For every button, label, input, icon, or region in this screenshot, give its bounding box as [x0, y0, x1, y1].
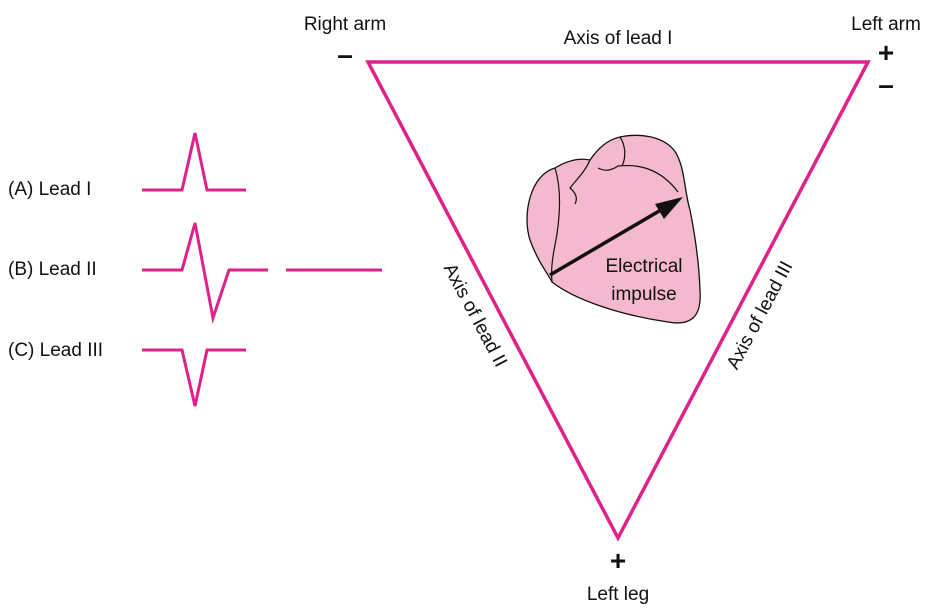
lead-2-waveform: [142, 223, 268, 318]
right-arm-label: Right arm: [304, 14, 386, 35]
lead-1-waveform: [142, 133, 246, 190]
heart-label-line-1: Electrical: [605, 256, 682, 277]
axis-lead-1-label: Axis of lead I: [564, 28, 673, 49]
left-arm-negative-sign: –: [878, 69, 894, 100]
heart-label-line-2: impulse: [611, 284, 676, 305]
left-leg-label: Left leg: [587, 584, 649, 605]
right-arm-negative-sign: –: [337, 39, 353, 70]
left-arm-positive-sign: +: [878, 37, 894, 68]
lead-3-label: (C) Lead III: [8, 340, 103, 361]
left-leg-positive-sign: +: [610, 545, 626, 576]
lead-3-waveform: [142, 350, 246, 406]
lead-2-label: (B) Lead II: [8, 259, 97, 280]
left-arm-label: Left arm: [851, 14, 921, 35]
lead-1-label: (A) Lead I: [8, 179, 91, 200]
